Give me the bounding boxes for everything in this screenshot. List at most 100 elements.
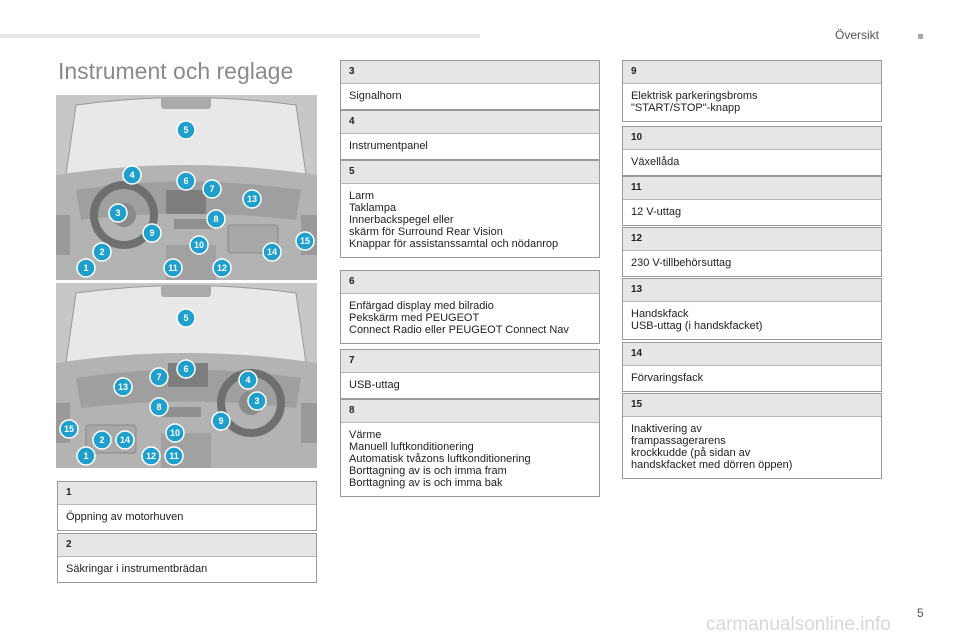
legend-item-2: 2 Säkringar i instrumentbrädan: [57, 533, 317, 583]
callout-15: 15: [295, 231, 315, 251]
legend-item-11: 11 12 V-uttag: [622, 176, 882, 226]
legend-text: Elektrisk parkeringsbroms: [631, 90, 758, 102]
legend-item-14: 14 Förvaringsfack: [622, 342, 882, 392]
callout-11: 11: [164, 446, 184, 466]
svg-text:11: 11: [169, 451, 179, 461]
dashboard-illustration-lhd: 5 4 6 7 13 3 8 9 10 15 2 14 1 11 12: [56, 95, 317, 280]
callout-8: 8: [206, 209, 226, 229]
svg-text:6: 6: [183, 364, 188, 374]
svg-text:3: 3: [254, 396, 259, 406]
callout-12: 12: [212, 258, 232, 278]
svg-text:15: 15: [300, 236, 310, 246]
legend-text: handskfacket med dörren öppen): [631, 459, 793, 471]
svg-text:10: 10: [170, 428, 180, 438]
svg-text:13: 13: [118, 382, 128, 392]
svg-text:9: 9: [149, 228, 154, 238]
callout-10: 10: [189, 235, 209, 255]
callout-13: 13: [242, 189, 262, 209]
callout-3: 3: [108, 203, 128, 223]
watermark: carmanualsonline.info: [706, 614, 891, 635]
svg-text:13: 13: [247, 194, 257, 204]
legend-item-9: 9 Elektrisk parkeringsbroms "START/STOP"…: [622, 60, 882, 122]
svg-text:6: 6: [183, 176, 188, 186]
legend-text: Larm: [349, 190, 375, 202]
legend-number: 2: [58, 534, 316, 557]
callout-7: 7: [202, 179, 222, 199]
legend-text: Pekskärm med PEUGEOT: [349, 312, 480, 324]
callout-5: 5: [176, 308, 196, 328]
callout-14: 14: [262, 242, 282, 262]
svg-text:2: 2: [99, 435, 104, 445]
svg-text:5: 5: [183, 313, 188, 323]
svg-text:1: 1: [83, 451, 88, 461]
legend-text: krockkudde (på sidan av: [631, 447, 751, 459]
callout-9: 9: [211, 411, 231, 431]
callout-7: 7: [149, 367, 169, 387]
legend-text: USB-uttag: [349, 379, 400, 391]
legend-text: Handskfack: [631, 308, 689, 320]
svg-text:3: 3: [115, 208, 120, 218]
legend-number: 12: [623, 228, 881, 251]
callout-2: 2: [92, 242, 112, 262]
legend-text: Inaktivering av: [631, 423, 702, 435]
legend-text: Innerbackspegel eller: [349, 214, 454, 226]
legend-number: 7: [341, 350, 599, 373]
legend-text: Taklampa: [349, 202, 397, 214]
legend-text: Öppning av motorhuven: [66, 511, 184, 523]
legend-text: Växellåda: [631, 156, 680, 168]
legend-item-15: 15 Inaktivering av frampassagerarens kro…: [622, 393, 882, 479]
legend-text: 12 V-uttag: [631, 206, 682, 218]
svg-text:2: 2: [99, 247, 104, 257]
callout-5: 5: [176, 120, 196, 140]
callout-1: 1: [76, 446, 96, 466]
svg-text:7: 7: [209, 184, 214, 194]
legend-text: Instrumentpanel: [349, 140, 428, 152]
legend-number: 6: [341, 271, 599, 294]
legend-text: USB-uttag (i handskfacket): [631, 320, 763, 332]
legend-text: 230 V-tillbehörsuttag: [631, 257, 732, 269]
legend-item-6: 6 Enfärgad display med bilradio Pekskärm…: [340, 270, 600, 344]
legend-text: Säkringar i instrumentbrädan: [66, 563, 208, 575]
legend-text: Signalhorn: [349, 90, 402, 102]
legend-number: 15: [623, 394, 881, 417]
section-marker: [918, 34, 923, 39]
legend-item-12: 12 230 V-tillbehörsuttag: [622, 227, 882, 277]
legend-text: Automatisk tvåzons luftkonditionering: [349, 453, 531, 465]
header-bar: [0, 34, 480, 38]
page-title: Instrument och reglage: [58, 58, 294, 84]
dashboard-illustration-rhd: 5 6 7 4 13 8 3 9 10 15 2 14 1 12 11: [56, 283, 317, 468]
svg-text:11: 11: [168, 263, 178, 273]
legend-text: Knappar för assistanssamtal och nödanrop: [349, 238, 559, 250]
svg-text:14: 14: [120, 435, 130, 445]
legend-number: 13: [623, 279, 881, 302]
svg-text:12: 12: [146, 451, 156, 461]
svg-text:4: 4: [245, 375, 250, 385]
legend-item-7: 7 USB-uttag: [340, 349, 600, 399]
legend-text: "START/STOP"-knapp: [631, 102, 741, 114]
legend-item-5: 5 Larm Taklampa Innerbackspegel eller sk…: [340, 160, 600, 258]
legend-number: 14: [623, 343, 881, 366]
svg-text:4: 4: [129, 170, 134, 180]
svg-text:5: 5: [183, 125, 188, 135]
callout-13: 13: [113, 377, 133, 397]
svg-text:9: 9: [218, 416, 223, 426]
svg-text:8: 8: [156, 402, 161, 412]
callout-4: 4: [122, 165, 142, 185]
legend-text: skärm för Surround Rear Vision: [349, 226, 503, 238]
legend-text: Borttagning av is och imma bak: [349, 477, 503, 489]
svg-text:1: 1: [83, 263, 88, 273]
legend-number: 11: [623, 177, 881, 200]
legend-item-4: 4 Instrumentpanel: [340, 110, 600, 160]
legend-item-3: 3 Signalhorn: [340, 60, 600, 110]
legend-number: 10: [623, 127, 881, 150]
callout-14: 14: [115, 430, 135, 450]
legend-text: Enfärgad display med bilradio: [349, 300, 494, 312]
callout-8: 8: [149, 397, 169, 417]
callout-10: 10: [165, 423, 185, 443]
callout-6: 6: [176, 359, 196, 379]
legend-item-1: 1 Öppning av motorhuven: [57, 481, 317, 531]
svg-text:14: 14: [267, 247, 277, 257]
svg-text:7: 7: [156, 372, 161, 382]
legend-item-8: 8 Värme Manuell luftkonditionering Autom…: [340, 399, 600, 497]
svg-text:15: 15: [64, 424, 74, 434]
